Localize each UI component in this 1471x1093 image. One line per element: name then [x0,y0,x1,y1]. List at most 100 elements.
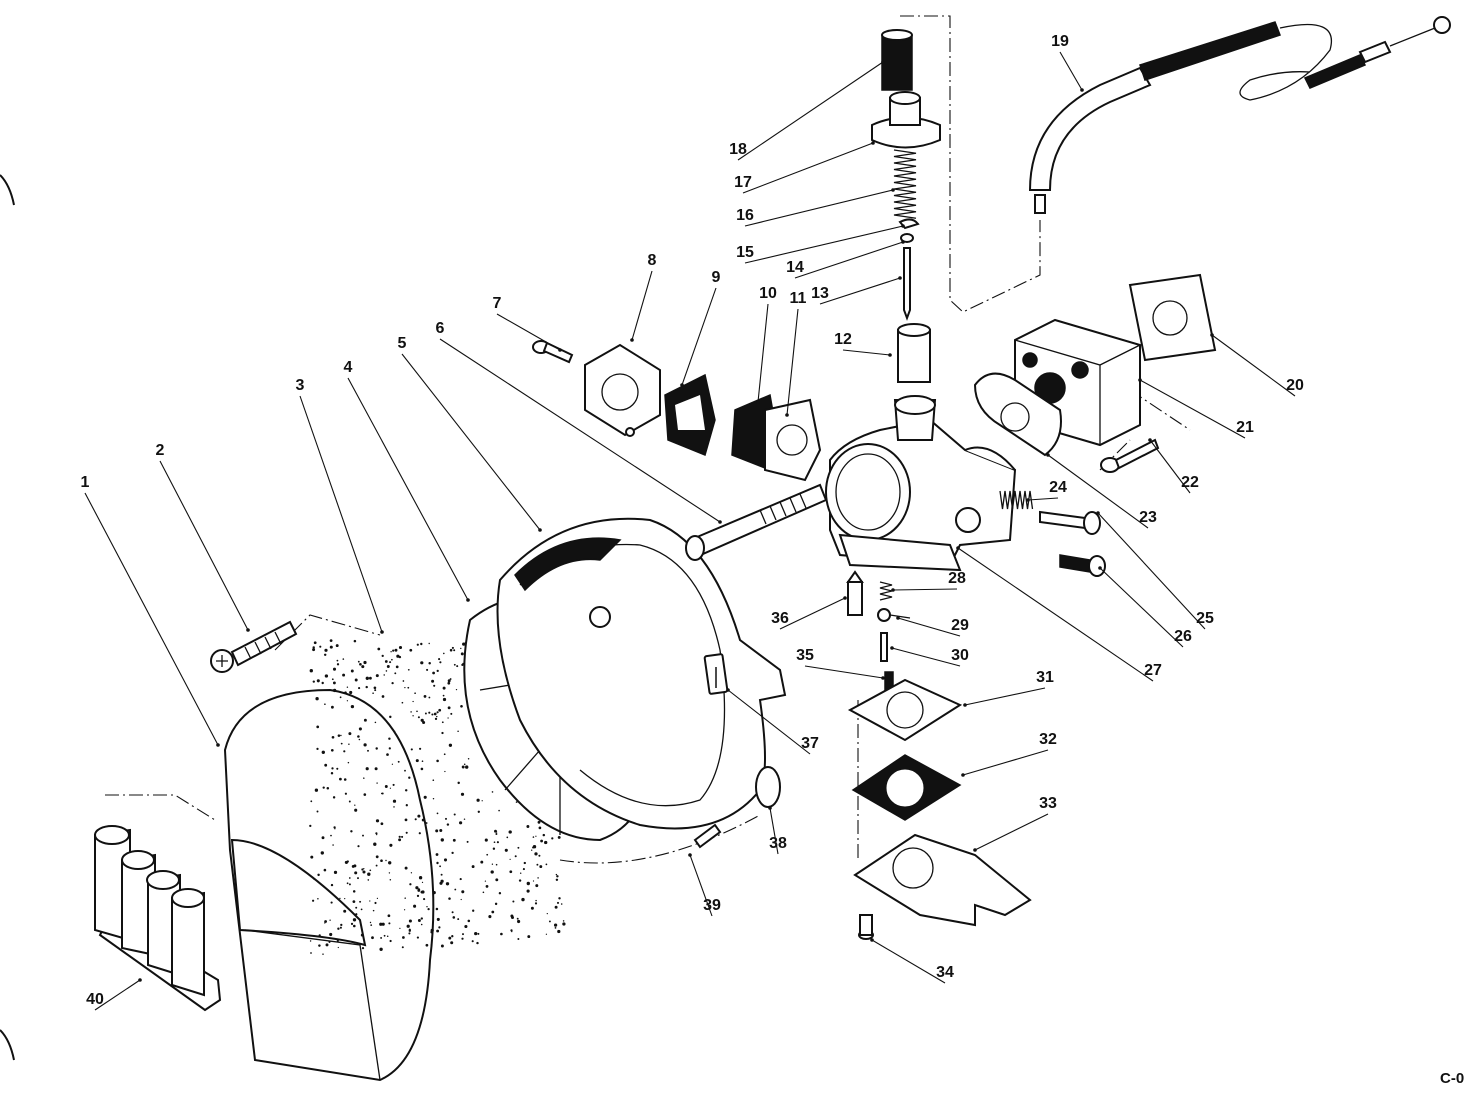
stipple-dot [404,866,408,870]
leader-end-1 [216,743,220,747]
stipple-dot [376,782,378,784]
stipple-dot [410,872,413,874]
stipple-dot [545,933,548,935]
leader-line-35 [804,665,884,679]
stipple-dot [500,932,503,936]
stipple-dot [348,800,351,803]
stipple-dot [557,835,561,839]
stipple-dot [352,918,357,922]
leader-line-15 [744,225,904,264]
stipple-dot [332,796,336,799]
stipple-dot [534,902,538,905]
callout-19: 19 [1051,33,1069,50]
stipple-dot [506,836,509,839]
stipple-dot [381,654,384,658]
stipple-dot [461,765,465,769]
stipple-dot [317,873,320,877]
stipple-dot [386,935,389,938]
stipple-dot [310,800,313,803]
stipple-dot [336,659,339,662]
leader-end-7 [558,348,562,352]
stipple-dot [324,920,327,923]
stipple-dot [477,932,480,935]
leader-end-19 [1080,88,1084,92]
stipple-dot [415,760,418,762]
stipple-dot [435,907,439,911]
stipple-dot [332,844,334,846]
stipple-dot [441,731,444,735]
stipple-dot [309,940,312,942]
stipple-dot [453,813,456,816]
stipple-dot [464,924,468,929]
stipple-dot [392,799,397,803]
leader-end-23 [1046,453,1050,457]
stipple-dot [554,905,558,909]
stipple-dot [374,767,378,771]
leader-end-20 [1210,333,1214,337]
stipple-dot [335,644,339,648]
stipple-dot [340,742,343,745]
spring-24 [999,490,1034,510]
stipple-dot [440,873,443,876]
stipple-dot [452,838,456,842]
stipple-dot [330,772,334,775]
stipple-dot [535,899,537,902]
stipple-dot [445,882,450,886]
stipple-dot [401,701,404,704]
stipple-dot [519,872,522,874]
stipple-dot [451,851,454,855]
stipple-dot [516,917,519,920]
stipple-dot [365,767,369,771]
stipple-dot [363,743,367,747]
lever-pin [880,632,888,662]
stipple-dot [535,835,537,837]
leader-line-21 [1139,379,1246,439]
callout-39: 39 [703,897,721,914]
stipple-dot [455,688,458,691]
stipple-dot [495,833,498,835]
stipple-dot [399,927,401,930]
stipple-dot [457,781,460,785]
stipple-dot [498,809,500,812]
stipple-dot [442,686,446,690]
stipple-dot [426,668,429,671]
stipple-dot [466,840,469,843]
stipple-dot [488,915,492,919]
stipple-dot [448,743,453,747]
stipple-dot [491,791,494,793]
stipple-dot [460,898,462,901]
stipple-dot [461,937,464,940]
stipple-dot [467,919,471,923]
stipple-dot [380,822,384,826]
leader-end-5 [538,528,542,532]
screw-22 [1100,438,1160,473]
stipple-dot [330,883,334,887]
leader-line-27 [957,547,1154,682]
carburetor-body [825,395,1017,572]
stipple-dot [389,843,393,847]
stipple-dot [404,818,408,822]
leader-line-10 [757,303,769,403]
stipple-dot [560,903,563,905]
stipple-dot [485,885,489,888]
stipple-dot [376,897,379,900]
callout-37: 37 [801,735,819,752]
leader-line-25 [1097,512,1206,630]
stipple-dot [440,944,444,948]
callout-7: 7 [493,295,502,312]
stipple-dot [440,838,444,842]
stipple-dot [544,840,548,845]
stipple-dot [344,792,347,795]
callout-25: 25 [1196,610,1214,627]
stipple-dot [322,953,324,955]
stipple-dot [509,870,513,874]
stipple-dot [380,792,383,795]
stipple-dot [545,863,548,866]
screw-2 [210,620,298,673]
stipple-dot [367,879,370,881]
stipple-dot [406,924,410,928]
leader-end-29 [896,616,900,620]
stipple-dot [438,658,441,661]
leader-end-38 [768,806,772,810]
stipple-dot [346,686,349,688]
